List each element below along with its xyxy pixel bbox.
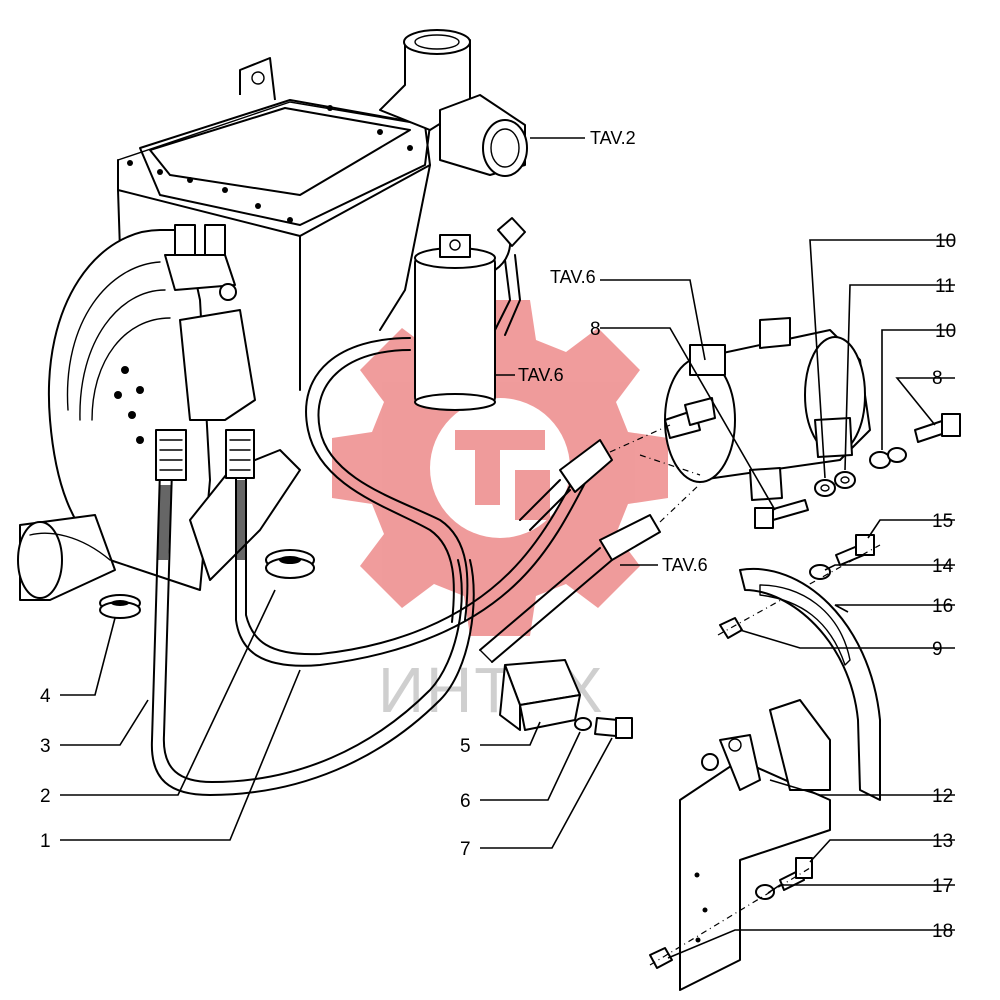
receiver-drier	[414, 217, 526, 411]
callout-3: 3	[40, 736, 51, 757]
hose-3	[150, 429, 475, 796]
drier-pipe	[305, 337, 469, 623]
ref-tav6-drier: TAV.6	[518, 365, 564, 385]
ref-tav6-hose: TAV.6	[662, 555, 708, 575]
air-duct-lower	[17, 514, 116, 601]
table-references: TAV.2 TAV.6 TAV.6 TAV.6	[518, 128, 708, 575]
air-outlet-duct	[379, 29, 528, 177]
grommet-4	[99, 594, 141, 619]
washer-10-right	[869, 447, 907, 469]
mounting-bracket-12	[679, 699, 831, 991]
callout-15: 15	[932, 511, 953, 532]
suction-hose-fitting	[479, 514, 661, 663]
centerline-suction	[659, 483, 701, 523]
callout-6: 6	[460, 791, 471, 812]
evaporator-housing	[117, 57, 431, 391]
callout-2: 2	[40, 786, 51, 807]
callout-14: 14	[932, 556, 954, 577]
callout-11: 11	[935, 276, 955, 297]
callout-10-mid: 10	[935, 321, 956, 342]
callouts: 1 2 3 4 5 6 7 8 8 9 10 10 11 12 13 14 15…	[40, 231, 956, 942]
callout-5: 5	[460, 736, 471, 757]
clamp-5	[499, 659, 581, 731]
callout-8-left: 8	[590, 319, 601, 340]
callout-9: 9	[932, 639, 943, 660]
discharge-hose-fitting	[519, 439, 613, 531]
ref-tav2: TAV.2	[590, 128, 636, 148]
ref-tav6-compressor: TAV.6	[550, 267, 596, 287]
centerline-base-bolt	[649, 867, 811, 966]
leader-lines	[60, 137, 955, 959]
bolt-8-right	[914, 413, 961, 443]
callout-1: 1	[40, 831, 51, 852]
nut-18	[649, 947, 673, 969]
washer-17	[755, 884, 775, 900]
callout-18: 18	[932, 921, 953, 942]
screw-7	[594, 717, 633, 739]
bolt-15	[835, 534, 875, 566]
callout-10-top: 10	[935, 231, 956, 252]
nut-9	[719, 617, 743, 639]
washer-14	[809, 564, 831, 580]
callout-8-right: 8	[932, 368, 943, 389]
expansion-valve	[164, 224, 237, 301]
washer-11	[834, 471, 856, 489]
centerline-discharge	[609, 424, 671, 453]
compressor	[664, 317, 871, 501]
callout-4: 4	[40, 686, 51, 707]
grommet-2	[265, 549, 315, 579]
callout-17: 17	[932, 876, 953, 897]
callout-13: 13	[932, 831, 953, 852]
washer-6	[574, 717, 592, 731]
washer-10-left	[814, 479, 836, 497]
centerline-ports	[639, 454, 701, 476]
callout-16: 16	[932, 596, 953, 617]
hose-1	[225, 429, 601, 667]
bolt-8-left	[754, 499, 809, 529]
watermark-logo	[332, 300, 668, 636]
callout-12: 12	[932, 786, 953, 807]
callout-7: 7	[460, 839, 471, 860]
